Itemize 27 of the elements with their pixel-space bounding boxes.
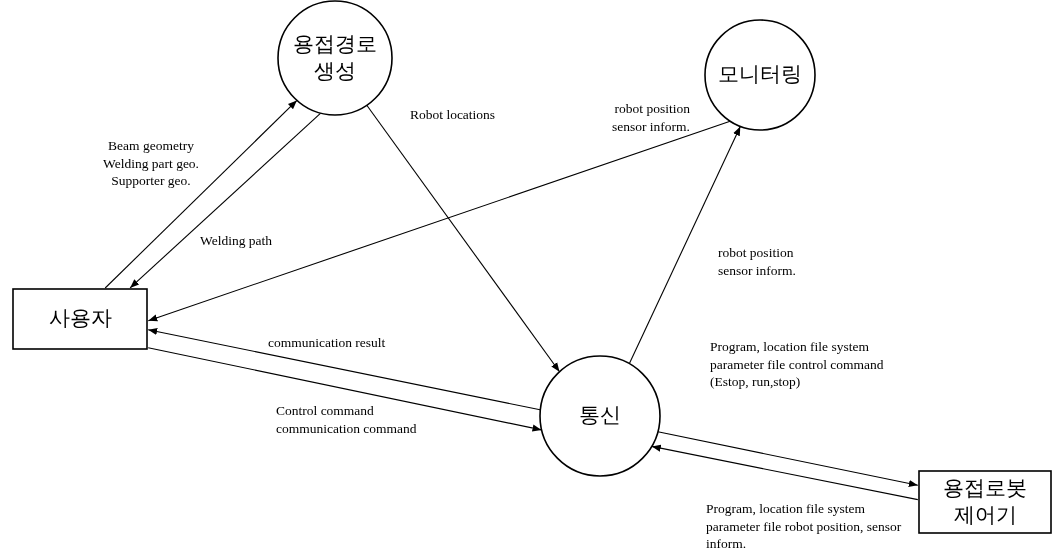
edge-label: robot position sensor inform. <box>611 100 690 136</box>
node-label: 용접경로 생성 <box>292 30 378 85</box>
arrow <box>651 444 919 501</box>
process-circle <box>277 0 393 116</box>
edge-label: robot position sensor inform. <box>718 244 797 280</box>
node-label: 모니터링 <box>717 61 803 89</box>
arrow <box>129 112 322 289</box>
arrow <box>147 328 541 411</box>
edge-label: Beam geometry Welding part geo. Supporter geo. <box>102 137 200 190</box>
node-label: 사용자 <box>47 305 113 333</box>
arrow <box>628 125 741 365</box>
edge-label: Welding path <box>200 232 274 250</box>
edge-label: communication result <box>268 334 387 352</box>
entity-box <box>918 470 1052 534</box>
arrow <box>104 99 298 289</box>
edge-label: Control command communication command <box>276 402 418 438</box>
entity-box <box>12 288 148 350</box>
process-circle <box>704 19 816 131</box>
node-label: 통신 <box>578 402 622 430</box>
edge-label: Robot locations <box>410 106 497 124</box>
process-circle <box>539 355 661 477</box>
edge-label: Program, location file system parameter file robot position, sensor inform. <box>706 500 903 553</box>
edge-label: Program, location file system parameter file control command (Estop, run,stop) <box>710 338 885 391</box>
arrow <box>366 104 561 373</box>
arrow <box>147 120 731 322</box>
arrow <box>657 431 919 487</box>
node-label: 용접로봇 제어기 <box>942 474 1028 529</box>
